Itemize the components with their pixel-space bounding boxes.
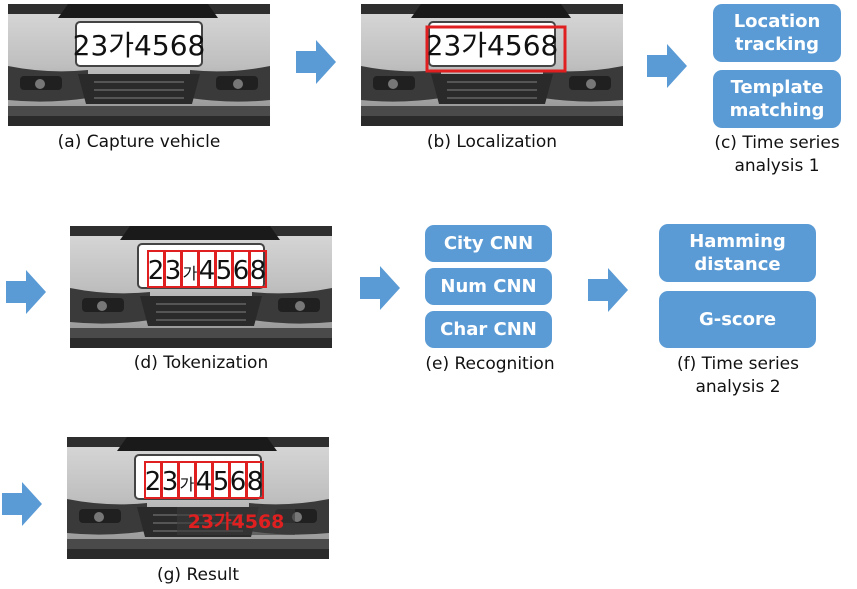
result-token: 4 — [196, 467, 213, 497]
result-token: 3 — [162, 467, 179, 497]
g-score-box: G-score — [659, 291, 816, 348]
result-token-box — [246, 461, 264, 499]
num-cnn-box: Num CNN — [425, 268, 552, 305]
arrow-right-icon — [6, 270, 46, 314]
localization-box — [425, 25, 567, 73]
tokenization-token: 4 — [199, 256, 216, 286]
char-cnn-box: Char CNN — [425, 311, 552, 348]
caption-e: (e) Recognition — [425, 354, 555, 374]
arrow-right-icon — [2, 482, 42, 526]
result-token: 6 — [230, 467, 247, 497]
localization-image: 23가4568 — [361, 4, 623, 126]
arrow-right-icon — [296, 40, 336, 84]
caption-a: (a) Capture vehicle — [57, 132, 221, 152]
arrow-right-icon — [360, 266, 400, 310]
plate-text-a: 23가4568 — [73, 29, 206, 62]
result-token: 2 — [145, 467, 162, 497]
tokenization-token: 6 — [233, 256, 250, 286]
tokenization-token: 가 — [183, 264, 198, 283]
capture-vehicle-image: 23가4568 — [8, 4, 270, 126]
arrow-right-icon — [588, 268, 628, 312]
result-token: 5 — [213, 467, 230, 497]
result-token: 가 — [180, 475, 195, 494]
caption-g: (g) Result — [157, 565, 239, 585]
tokenization-token-box — [249, 250, 267, 288]
tokenization-token: 8 — [250, 256, 267, 286]
caption-b: (b) Localization — [426, 132, 558, 152]
caption-d: (d) Tokenization — [133, 353, 269, 373]
result-token: 8 — [247, 467, 264, 497]
tokenization-token: 2 — [148, 256, 165, 286]
arrow-right-icon — [647, 44, 687, 88]
tokenization-token: 5 — [216, 256, 233, 286]
tokenization-token: 3 — [165, 256, 182, 286]
city-cnn-box: City CNN — [425, 225, 552, 262]
plate-text-b: 23가4568 — [426, 29, 559, 62]
result-text: 23가4568 — [188, 511, 285, 533]
